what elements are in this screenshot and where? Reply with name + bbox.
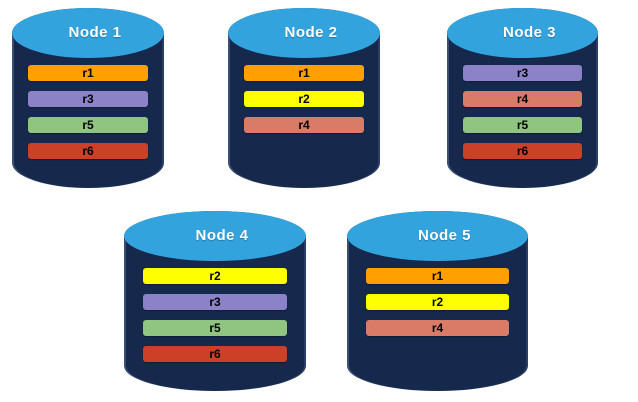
- replica-bar[interactable]: r5: [143, 320, 287, 336]
- replica-bar[interactable]: r4: [243, 117, 365, 133]
- replica-bar[interactable]: r4: [462, 91, 583, 107]
- replica-bar[interactable]: r6: [462, 143, 583, 159]
- replica-bar[interactable]: r3: [27, 91, 149, 107]
- cylinder-top-ellipse: Node 1: [12, 8, 164, 59]
- node-label: Node 2: [284, 24, 338, 42]
- replica-label: r4: [516, 92, 529, 106]
- replica-bar[interactable]: r3: [462, 65, 583, 81]
- node-label: Node 5: [417, 227, 471, 245]
- cylinder-top-ellipse: Node 4: [124, 211, 306, 262]
- replica-list: r3 r4 r5 r6: [447, 65, 598, 169]
- replica-label: r2: [298, 92, 310, 106]
- replica-label: r1: [82, 66, 94, 80]
- replica-label: r2: [209, 269, 221, 283]
- database-node-5[interactable]: Node 5 r1 r2 r4: [347, 211, 528, 391]
- replica-bar[interactable]: r3: [143, 294, 287, 310]
- replica-list: r2 r3 r5 r6: [124, 268, 306, 372]
- replica-bar[interactable]: r5: [27, 117, 149, 133]
- cylinder-top-ellipse: Node 3: [447, 8, 598, 59]
- replica-bar[interactable]: r5: [462, 117, 583, 133]
- database-node-4[interactable]: Node 4 r2 r3 r5 r6: [124, 211, 306, 391]
- cylinder-top-ellipse: Node 2: [228, 8, 380, 59]
- database-node-1[interactable]: Node 1 r1 r3 r5 r6: [12, 8, 164, 188]
- replica-bar[interactable]: r2: [366, 294, 509, 310]
- replica-label: r5: [516, 118, 529, 132]
- node-label: Node 3: [502, 24, 556, 42]
- replica-bar[interactable]: r6: [27, 143, 149, 159]
- replica-label: r1: [431, 269, 444, 283]
- replica-label: r1: [298, 66, 310, 80]
- database-node-2[interactable]: Node 2 r1 r2 r4: [228, 8, 380, 188]
- replica-label: r4: [298, 118, 310, 132]
- replica-bar[interactable]: r4: [366, 320, 509, 336]
- replica-label: r3: [516, 66, 529, 80]
- replica-label: r4: [431, 321, 444, 335]
- replica-label: r3: [209, 295, 221, 309]
- replica-label: r6: [82, 144, 94, 158]
- replica-bar[interactable]: r1: [27, 65, 149, 81]
- replica-list: r1 r2 r4: [228, 65, 380, 143]
- database-node-3[interactable]: Node 3 r3 r4 r5 r6: [447, 8, 598, 188]
- replica-bar[interactable]: r1: [243, 65, 365, 81]
- replica-bar[interactable]: r2: [243, 91, 365, 107]
- replica-bar[interactable]: r1: [366, 268, 509, 284]
- replica-label: r6: [209, 347, 221, 361]
- replica-label: r6: [516, 144, 529, 158]
- replica-list: r1 r2 r4: [347, 268, 528, 346]
- replica-label: r3: [82, 92, 94, 106]
- replica-label: r2: [431, 295, 444, 309]
- replica-label: r5: [209, 321, 221, 335]
- replica-list: r1 r3 r5 r6: [12, 65, 164, 169]
- replica-label: r5: [82, 118, 94, 132]
- node-label: Node 4: [195, 227, 249, 245]
- replica-bar[interactable]: r6: [143, 346, 287, 362]
- cylinder-top-ellipse: Node 5: [347, 211, 528, 262]
- replica-bar[interactable]: r2: [143, 268, 287, 284]
- node-label: Node 1: [68, 24, 122, 42]
